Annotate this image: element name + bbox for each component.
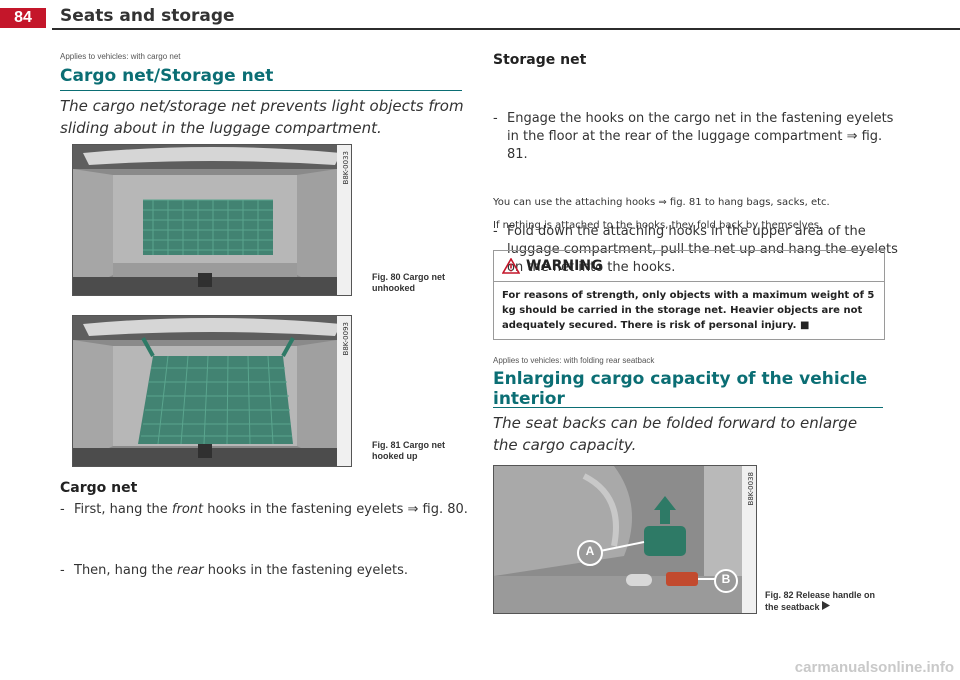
intro-text: The cargo net/storage net prevents light…	[60, 97, 464, 137]
luggage-compartment-illustration	[73, 316, 351, 466]
header-rule	[52, 28, 960, 30]
warning-text: For reasons of strength, only objects wi…	[502, 290, 875, 331]
figure-release-handle: A B B8K-0038	[493, 465, 757, 614]
heading-rule	[60, 90, 462, 91]
figure-code: B8K-0093	[337, 316, 351, 466]
figure-code: B8K-0033	[337, 145, 351, 295]
figure-80-caption: Fig. 80 Cargo net unhooked	[372, 272, 446, 293]
figure-code: B8K-0038	[742, 466, 756, 613]
list-item: First, hang the front hooks in the faste…	[60, 501, 474, 519]
note-text: If nothing is attached to the hooks, the…	[493, 220, 823, 231]
list-item: Fold down the attaching hooks in the upp…	[493, 223, 902, 277]
section-heading: Enlarging cargo capacity of the vehicle …	[493, 369, 868, 409]
list-item: Then, hang the rear hooks in the fasteni…	[60, 562, 474, 580]
note-text: You can use the attaching hooks ⇒ fig. 8…	[493, 197, 830, 208]
figure-81-caption: Fig. 81 Cargo net hooked up	[372, 440, 446, 461]
section-title: Seats and storage	[60, 6, 235, 26]
label-b: B	[721, 572, 731, 586]
continue-arrow-icon	[822, 601, 831, 610]
warning-title: WARNING	[526, 258, 603, 274]
list-item: Engage the hooks on the cargo net in the…	[493, 110, 902, 164]
warning-box: WARNING For reasons of strength, only ob…	[493, 250, 885, 340]
subheading-cargo-net: Cargo net	[60, 480, 138, 496]
figure-82-caption: Fig. 82 Release handle on the seatback	[765, 590, 876, 612]
heading-rule	[493, 407, 883, 408]
applies-note: Applies to vehicles: with cargo net	[60, 52, 181, 61]
luggage-compartment-illustration	[73, 145, 351, 295]
applies-note: Applies to vehicles: with folding rear s…	[493, 356, 655, 365]
warning-triangle-icon	[502, 258, 520, 274]
intro-text: The seat backs can be folded forward to …	[493, 414, 858, 454]
label-a: A	[585, 544, 595, 558]
figure-cargo-net-hooked: B8K-0093	[72, 315, 352, 467]
subheading-storage-net: Storage net	[493, 52, 587, 68]
watermark: carmanualsonline.info	[794, 659, 954, 676]
warning-header: WARNING	[494, 251, 884, 282]
seatback-illustration	[494, 466, 756, 613]
section-heading: Cargo net/Storage net	[60, 66, 274, 86]
page-number: 84	[0, 8, 46, 28]
figure-cargo-net-unhooked: B8K-0033	[72, 144, 352, 296]
